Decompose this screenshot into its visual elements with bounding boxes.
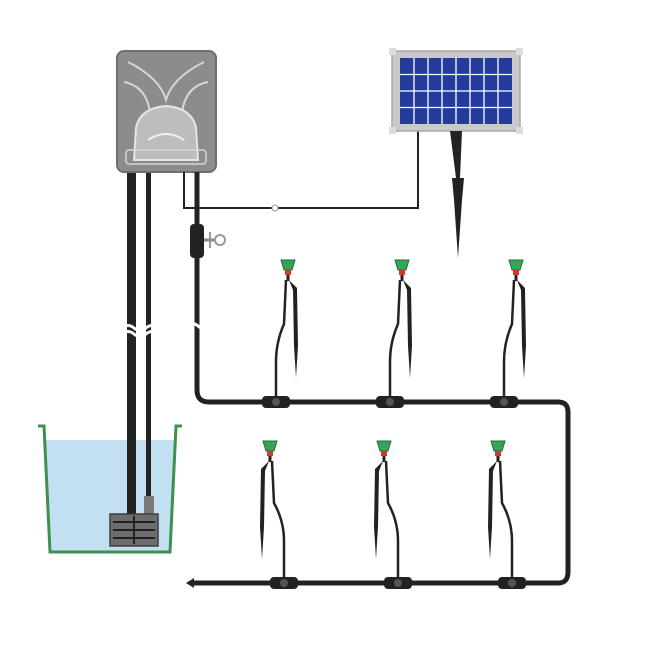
pipe-connector-top-1 (262, 396, 290, 408)
submersible-pump (109, 496, 159, 547)
dripper-tube-top-1 (274, 279, 288, 396)
solar-wire (183, 130, 419, 209)
drippers (260, 259, 526, 589)
cable-break-mark-2 (121, 330, 159, 338)
tap-valve (190, 224, 226, 258)
dripper-tube-top-2 (388, 279, 402, 396)
dripper-stake-top-1 (289, 280, 298, 378)
dripper-tube-bottom-1 (270, 460, 286, 577)
tank-outline (38, 424, 182, 554)
pipe-end-cap (186, 578, 194, 588)
controller-pattern (127, 61, 205, 104)
dripper-stake-bottom-3 (488, 461, 497, 559)
dripper-stake-top-3 (517, 280, 526, 378)
solar-panel (389, 48, 523, 258)
pipe-connector-bottom-2 (384, 577, 412, 589)
pump-cables (121, 170, 159, 515)
dripper-head-bottom-1 (262, 440, 278, 462)
dripper-head-top-1 (280, 259, 296, 281)
pump-outlet (144, 496, 154, 516)
pipe-connector-bottom-3 (498, 577, 526, 589)
pipe-connector-top-3 (490, 396, 518, 408)
dripper-head-bottom-3 (490, 440, 506, 462)
dripper-stake-bottom-2 (374, 461, 383, 559)
wire-connector (271, 204, 279, 212)
controller-box (116, 50, 217, 173)
cable-break-mark (121, 324, 159, 332)
pipe-break-mark (188, 322, 208, 330)
panel-stake (450, 131, 464, 258)
dripper-head-top-2 (394, 259, 410, 281)
dripper-head-top-3 (508, 259, 524, 281)
pipe-connector-bottom-1 (270, 577, 298, 589)
pump-cable (146, 170, 151, 500)
dripper-stake-top-2 (403, 280, 412, 378)
dripper-head-bottom-2 (376, 440, 392, 462)
dripper-tube-bottom-2 (384, 460, 400, 577)
pipe-connector-top-2 (376, 396, 404, 408)
dripper-tube-top-3 (502, 279, 516, 396)
drip-main-pipe (194, 172, 571, 586)
dripper-tube-bottom-3 (498, 460, 514, 577)
pump-hose (127, 170, 136, 515)
dripper-stake-bottom-1 (260, 461, 269, 559)
